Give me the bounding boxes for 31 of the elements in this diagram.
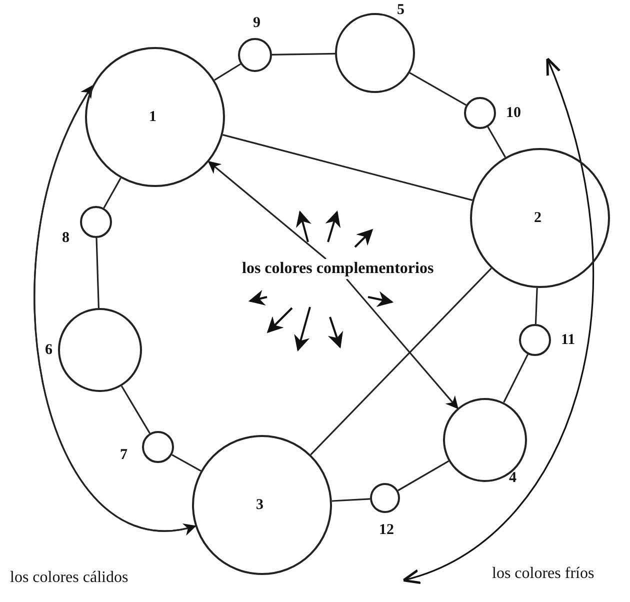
arrow <box>208 160 327 260</box>
connector-line <box>398 460 450 492</box>
circle-number: 7 <box>120 447 128 463</box>
connector-line <box>310 268 492 456</box>
connector-line <box>222 134 472 201</box>
connector-line <box>503 354 529 403</box>
connector-line <box>487 126 506 158</box>
range-label: los colores cálidos <box>10 568 128 588</box>
circle-number: 1 <box>149 109 156 125</box>
range-label: los colores fríos <box>492 564 594 584</box>
connector-line <box>172 454 202 472</box>
circle-number: 9 <box>253 15 260 31</box>
connector-line <box>120 386 150 434</box>
circle-number: 2 <box>534 210 542 226</box>
connector-line <box>332 498 370 502</box>
connector-line <box>214 63 242 81</box>
connector-line <box>409 72 466 106</box>
circle-number: 4 <box>509 470 516 486</box>
connector-line <box>96 238 100 308</box>
circle-number: 8 <box>62 230 70 246</box>
circle-number: 5 <box>397 2 404 18</box>
center-label: los colores complementorios <box>240 259 436 279</box>
connector-line <box>534 288 538 324</box>
arrow <box>346 278 458 410</box>
circle-number: 10 <box>506 105 521 121</box>
circle-number: 3 <box>256 497 264 513</box>
circle-number: 12 <box>379 522 394 538</box>
connector-line <box>272 52 336 56</box>
circle-number: 6 <box>45 342 52 358</box>
connector-line <box>103 178 122 208</box>
circle-number: 11 <box>561 332 576 348</box>
